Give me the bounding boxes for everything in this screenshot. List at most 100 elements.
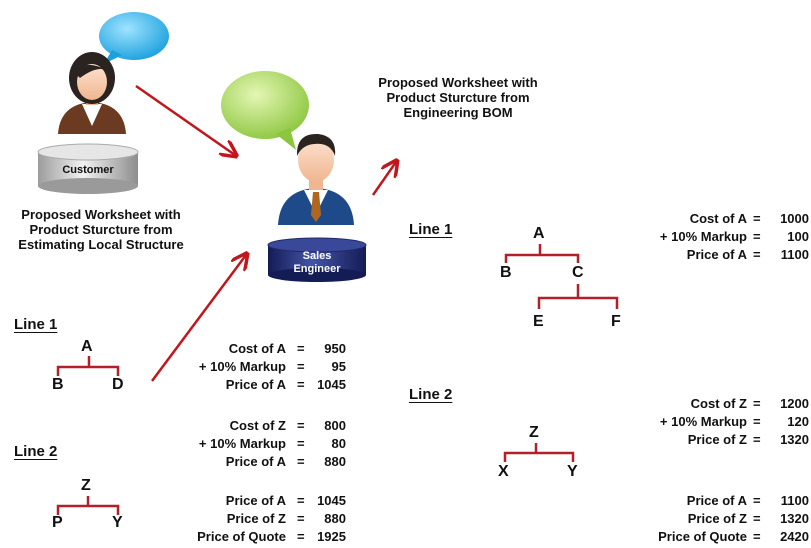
left-line1-label: Line 1 — [14, 316, 58, 333]
sales-engineer-label: Sales Engineer — [268, 250, 366, 276]
right-calc3-row: Price of Z = 1320 — [620, 510, 811, 528]
calc-value: 800 — [324, 418, 346, 433]
calc-value: 1320 — [780, 511, 809, 526]
right-line1-label: Line 1 — [409, 221, 453, 238]
left-calc2-row: Cost of Z = 800 — [160, 417, 350, 435]
left-line1-tree-connectors — [56, 356, 120, 376]
left-line1-node-child2: D — [112, 376, 124, 393]
calc-label: Price of A — [225, 493, 286, 508]
left-caption-line1: Proposed Worksheet with — [21, 207, 181, 222]
right-line2-node-root: Z — [529, 424, 539, 441]
customer-person-icon — [58, 52, 126, 134]
right-calc-block-2: Cost of Z = 1200 + 10% Markup = 120 Pric… — [620, 395, 811, 451]
calc-equals: = — [297, 436, 305, 451]
right-line2-node-child2: Y — [567, 463, 578, 480]
calc-equals: = — [297, 377, 305, 392]
calc-equals: = — [753, 511, 761, 526]
left-calc2-row: + 10% Markup = 80 — [160, 435, 350, 453]
left-calc1-row: Cost of A = 950 — [160, 340, 350, 358]
calc-label: + 10% Markup — [198, 359, 286, 374]
right-calc3-row: Price of A = 1100 — [620, 492, 811, 510]
calc-value: 1320 — [780, 432, 809, 447]
calc-value: 1000 — [780, 211, 809, 226]
engineer-person-icon — [278, 133, 354, 225]
arrow-local-structure-to-engineer — [150, 255, 246, 382]
left-calc1-row: + 10% Markup = 95 — [160, 358, 350, 376]
calc-label: Cost of A — [689, 211, 747, 226]
left-line2-node-child1: P — [52, 514, 63, 531]
right-line1-node-grandchild1: E — [533, 313, 544, 330]
calc-equals: = — [297, 454, 305, 469]
calc-label: + 10% Markup — [659, 414, 747, 429]
calc-equals: = — [753, 396, 761, 411]
calc-value: 100 — [787, 229, 809, 244]
right-line1-node-child1: B — [500, 264, 512, 281]
left-line1-node-root: A — [81, 338, 93, 355]
calc-label: Price of Z — [226, 511, 286, 526]
right-calc3-row: Price of Quote = 2420 — [620, 528, 811, 546]
calc-equals: = — [753, 432, 761, 447]
engineer-speech-bubble — [221, 71, 309, 150]
calc-value: 95 — [331, 359, 346, 374]
right-line1-node-child2: C — [572, 264, 584, 281]
right-caption-line2: Product Sturcture from — [386, 90, 530, 105]
calc-equals: = — [297, 418, 305, 433]
calc-equals: = — [753, 493, 761, 508]
calc-equals: = — [753, 529, 761, 544]
left-calc3-row: Price of Quote = 1925 — [160, 528, 350, 546]
calc-value: 1045 — [317, 377, 346, 392]
left-line2-label: Line 2 — [14, 443, 58, 460]
customer-speech-bubble — [99, 12, 169, 64]
left-calc-block-1: Cost of A = 950 + 10% Markup = 95 Price … — [160, 340, 350, 396]
calc-label: Cost of A — [228, 341, 286, 356]
right-line1-tree-connectors — [504, 244, 619, 309]
calc-equals: = — [297, 511, 305, 526]
calc-label: Price of A — [225, 454, 286, 469]
right-calc2-row: Price of Z = 1320 — [620, 431, 811, 449]
calc-value: 950 — [324, 341, 346, 356]
right-calc2-row: Cost of Z = 1200 — [620, 395, 811, 413]
calc-equals: = — [753, 247, 761, 262]
left-line2-node-child2: Y — [112, 514, 123, 531]
left-caption-line3: Estimating Local Structure — [18, 237, 184, 252]
right-calc-block-1: Cost of A = 1000 + 10% Markup = 100 Pric… — [620, 210, 811, 266]
calc-label: Price of Z — [687, 432, 747, 447]
left-calc2-row: Price of A = 880 — [160, 453, 350, 471]
right-caption-line3: Engineering BOM — [403, 105, 513, 120]
calc-equals: = — [297, 359, 305, 374]
calc-equals: = — [297, 341, 305, 356]
calc-value: 120 — [787, 414, 809, 429]
calc-label: Price of Quote — [197, 529, 286, 544]
calc-value: 1100 — [780, 493, 809, 508]
right-calc2-row: + 10% Markup = 120 — [620, 413, 811, 431]
right-worksheet-caption: Proposed Worksheet with Product Sturctur… — [358, 75, 558, 120]
calc-value: 1200 — [780, 396, 809, 411]
left-line2-tree-connectors — [56, 496, 120, 515]
left-calc-block-2: Cost of Z = 800 + 10% Markup = 80 Price … — [160, 417, 350, 473]
right-caption-line1: Proposed Worksheet with — [378, 75, 538, 90]
arrow-customer-to-engineer — [135, 84, 235, 155]
right-calc1-row: Price of A = 1100 — [620, 246, 811, 264]
calc-value: 80 — [331, 436, 346, 451]
customer-label: Customer — [62, 164, 114, 176]
calc-value: 880 — [324, 454, 346, 469]
calc-label: Price of Quote — [658, 529, 747, 544]
calc-equals: = — [753, 211, 761, 226]
calc-equals: = — [753, 229, 761, 244]
calc-label: + 10% Markup — [198, 436, 286, 451]
right-line1-node-grandchild2: F — [611, 313, 621, 330]
left-calc3-row: Price of Z = 880 — [160, 510, 350, 528]
calc-label: Price of A — [225, 377, 286, 392]
left-line1-node-child1: B — [52, 376, 64, 393]
left-calc-block-3: Price of A = 1045 Price of Z = 880 Price… — [160, 492, 350, 548]
left-calc1-row: Price of A = 1045 — [160, 376, 350, 394]
left-calc3-row: Price of A = 1045 — [160, 492, 350, 510]
calc-equals: = — [297, 529, 305, 544]
sales-engineer-label-line1: Sales — [302, 250, 332, 262]
calc-label: + 10% Markup — [659, 229, 747, 244]
calc-value: 1925 — [317, 529, 346, 544]
calc-value: 1100 — [780, 247, 809, 262]
calc-label: Price of A — [686, 247, 747, 262]
calc-equals: = — [297, 493, 305, 508]
